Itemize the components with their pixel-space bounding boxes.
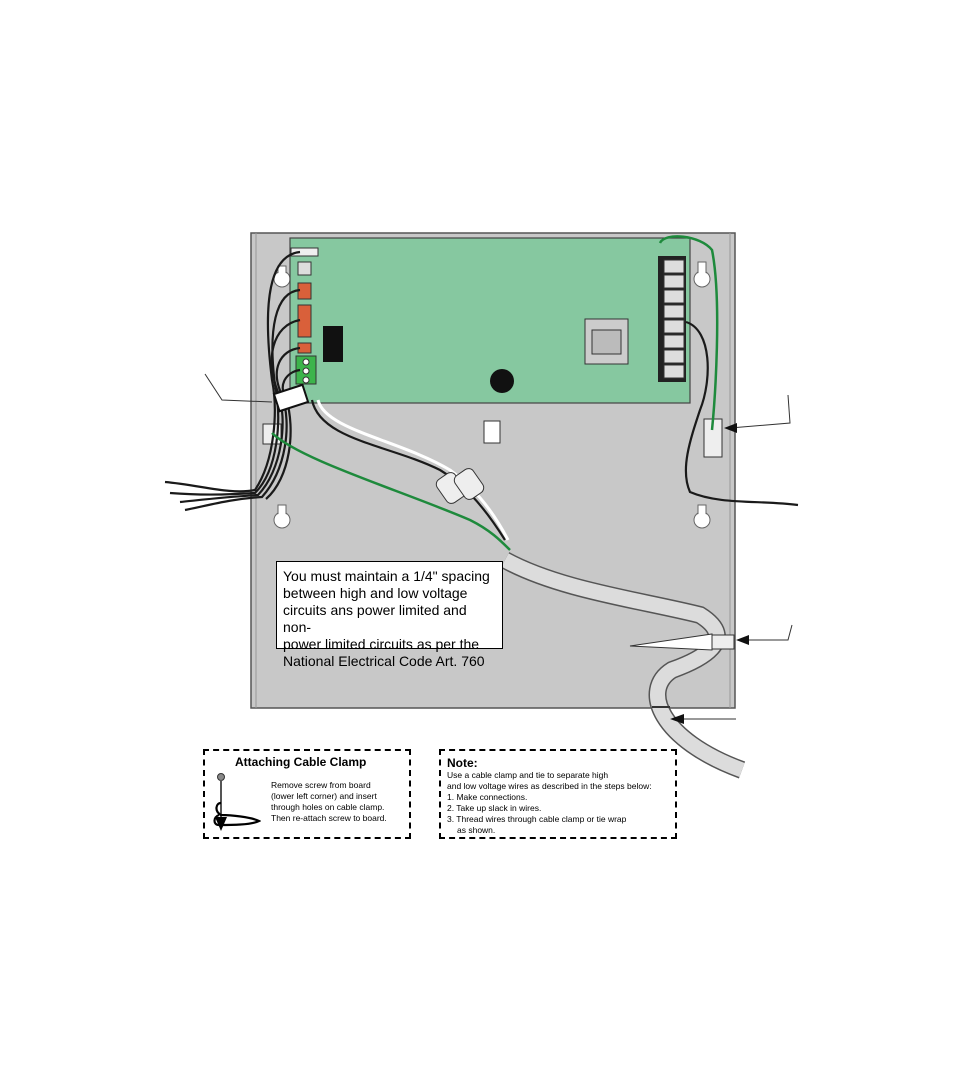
spacing-note-line: National Electrical Code Art. 760 [283,653,485,669]
note-box-line: Use a cable clamp and tie to separate hi… [447,770,609,780]
note-box-line: 1. Make connections. [447,792,528,802]
attaching-cable-clamp-box: Attaching Cable Clamp Remove screw from … [203,749,411,839]
black-ic-chip [323,326,343,362]
board-header [290,247,319,257]
note-box: Note: Use a cable clamp and tie to separ… [439,749,677,839]
board-switch [297,261,312,276]
note-box-line: 3. Thread wires through cable clamp or t… [447,814,627,824]
cable-clamp [272,383,310,413]
ground-wire-left [271,432,511,551]
clamp-box-line: (lower left corner) and insert [271,791,377,801]
ground-wire-right [658,235,719,431]
orange-connectors [297,282,312,354]
keyhole-slot-bottom-left [273,504,291,529]
note-box-line: as shown. [457,825,496,835]
cable-clamp-icon [213,773,261,831]
standoff-block [483,420,501,444]
clamp-box-line: Then re-attach screw to board. [271,813,387,823]
clamp-box-line: through holes on cable clamp. [271,802,385,812]
spacing-note-line: between high and low voltage [283,585,468,601]
clamp-box-line: Remove screw from board [271,780,371,790]
green-terminal-block [295,355,317,385]
wire-nuts [435,468,485,504]
screw-terminal-strip [658,256,686,382]
note-box-title: Note: [447,756,478,770]
spacing-note: You must maintain a 1/4" spacing between… [276,561,503,669]
spacing-note-line: circuits ans power limited and non- [283,602,467,635]
note-box-line: and low voltage wires as described in th… [447,781,652,791]
spacing-note-line: power limited circuits as per the [283,636,480,652]
clamp-box-title: Attaching Cable Clamp [235,755,367,769]
white-wire [316,399,510,541]
spacing-note-line: You must maintain a 1/4" spacing [283,568,490,584]
tie-wrap [629,633,735,651]
buzzer [490,369,514,393]
keyhole-slot-top-left [273,265,291,288]
keyhole-slot-top-right [693,261,711,288]
clamp-box-text: Remove screw from board (lower left corn… [271,780,411,824]
keyhole-slot-bottom-right [693,504,711,529]
circuit-board [289,237,691,404]
callout-arrows [204,373,793,720]
note-box-line: 2. Take up slack in wires. [447,803,542,813]
